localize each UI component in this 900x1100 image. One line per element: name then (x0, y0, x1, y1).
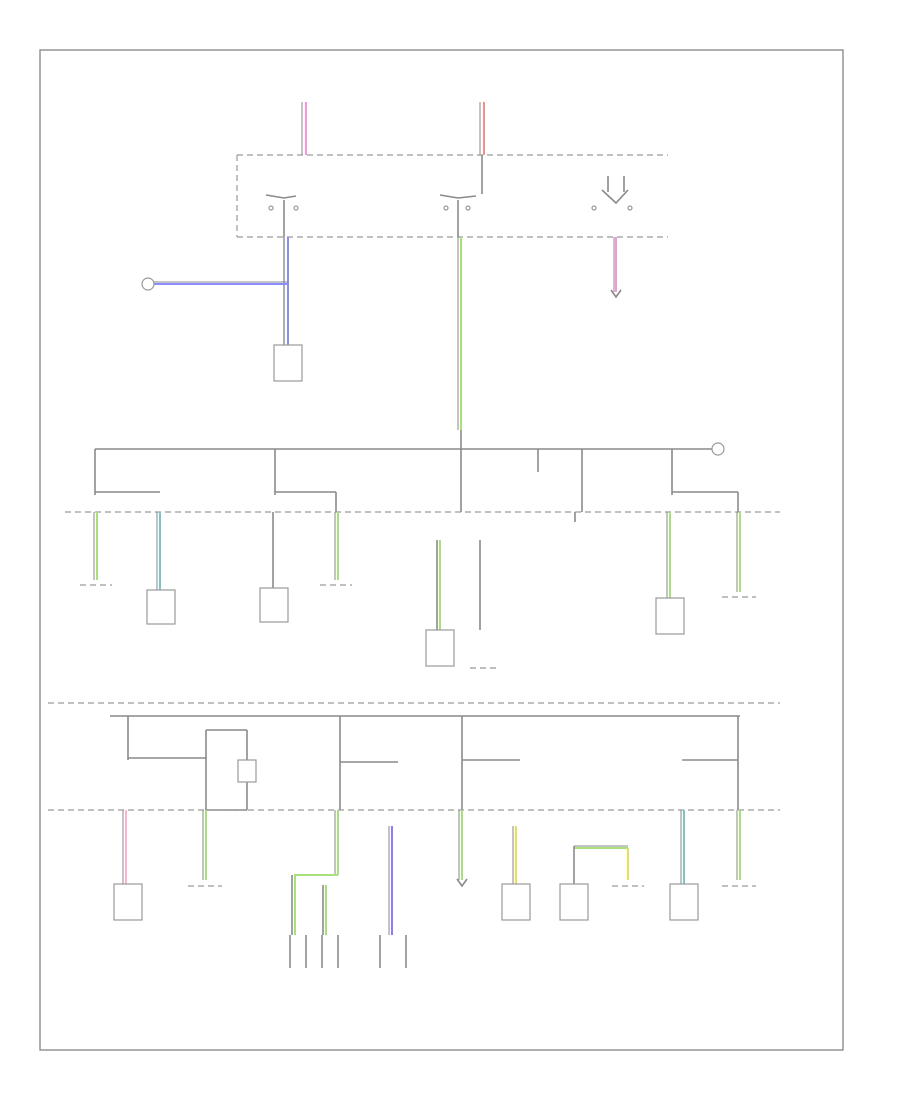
diagram-border (39, 49, 844, 1051)
start-branch-right (610, 237, 622, 299)
row1-components (80, 512, 756, 669)
top-feed-wires (301, 102, 485, 155)
run-feed (457, 237, 462, 430)
accessory-branch-left (141, 237, 303, 382)
ignition-switch (236, 154, 668, 238)
row2-components (113, 810, 756, 968)
fuse-bus-1 (65, 430, 780, 513)
fuse-bus-2 (48, 702, 780, 811)
